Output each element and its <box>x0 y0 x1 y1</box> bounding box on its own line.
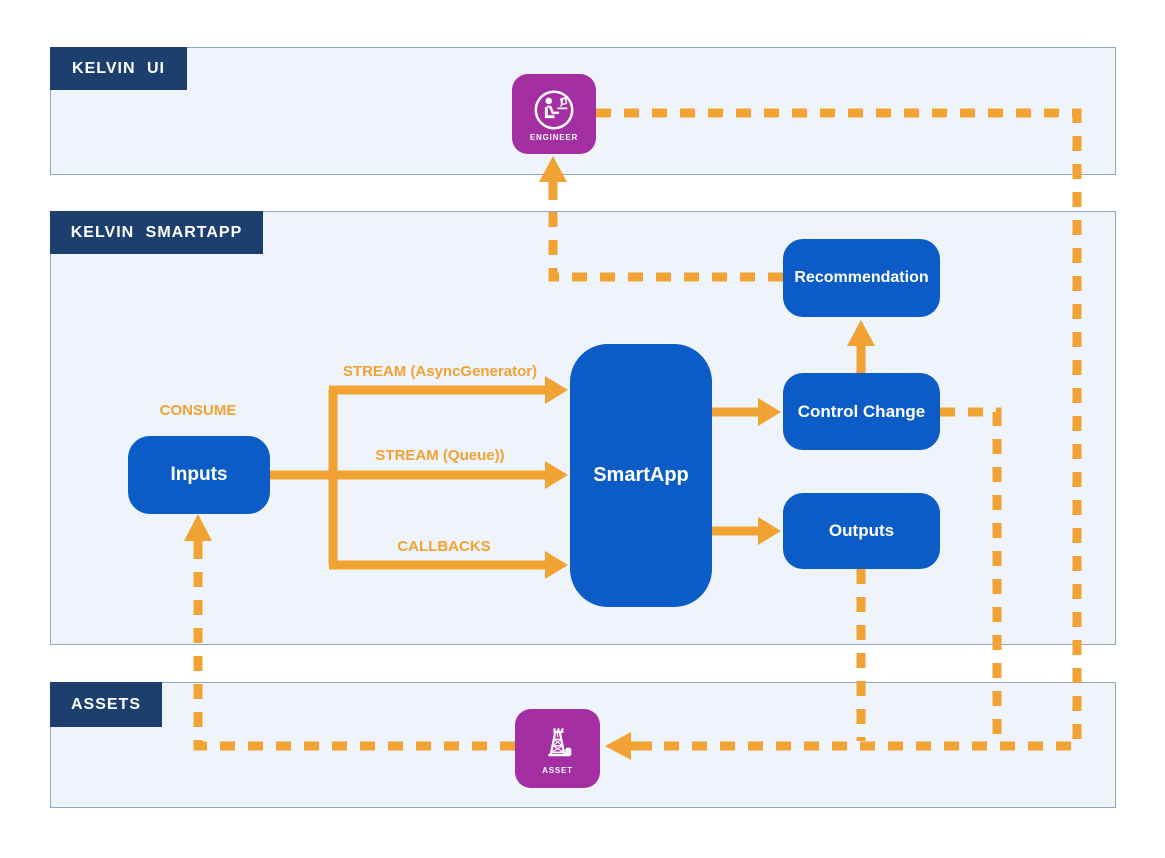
connector-smartapp-to-outputs <box>712 517 781 545</box>
node-control-change: Control Change <box>783 373 940 450</box>
asset-tile: ASSET <box>515 709 600 788</box>
connector-engineer-to-asset-loop <box>596 108 1082 760</box>
section-label-kelvin-smartapp: KELVIN SMARTAPP <box>50 211 263 254</box>
connector-recommendation-to-engineer <box>539 156 783 282</box>
connector-inputs-to-smartapp-branches <box>270 376 568 579</box>
asset-tile-label: ASSET <box>542 766 573 775</box>
connector-asset-to-inputs-consume <box>184 514 515 751</box>
engineer-tile: ENGINEER <box>512 74 596 154</box>
engineer-tile-label: ENGINEER <box>529 132 579 142</box>
node-recommendation: Recommendation <box>783 239 940 317</box>
edge-label-callbacks: CALLBACKS <box>397 538 491 555</box>
section-label-assets: ASSETS <box>50 682 162 727</box>
node-smartapp: SmartApp <box>570 344 712 607</box>
connector-control-change-to-asset-row <box>940 407 1002 741</box>
edge-label-stream-queue: STREAM (Queue)) <box>375 447 505 464</box>
engineer-at-workstation-icon <box>531 87 577 133</box>
edge-label-stream-asyncgenerator: STREAM (AsyncGenerator) <box>342 363 538 380</box>
oil-derrick-icon <box>536 722 580 766</box>
node-inputs: Inputs <box>128 436 270 514</box>
section-label-kelvin-ui: KELVIN UI <box>50 47 187 90</box>
node-outputs: Outputs <box>783 493 940 569</box>
edge-label-consume: CONSUME <box>159 402 237 419</box>
connector-smartapp-to-control-change <box>712 398 781 426</box>
connector-control-change-to-recommendation <box>847 320 875 373</box>
